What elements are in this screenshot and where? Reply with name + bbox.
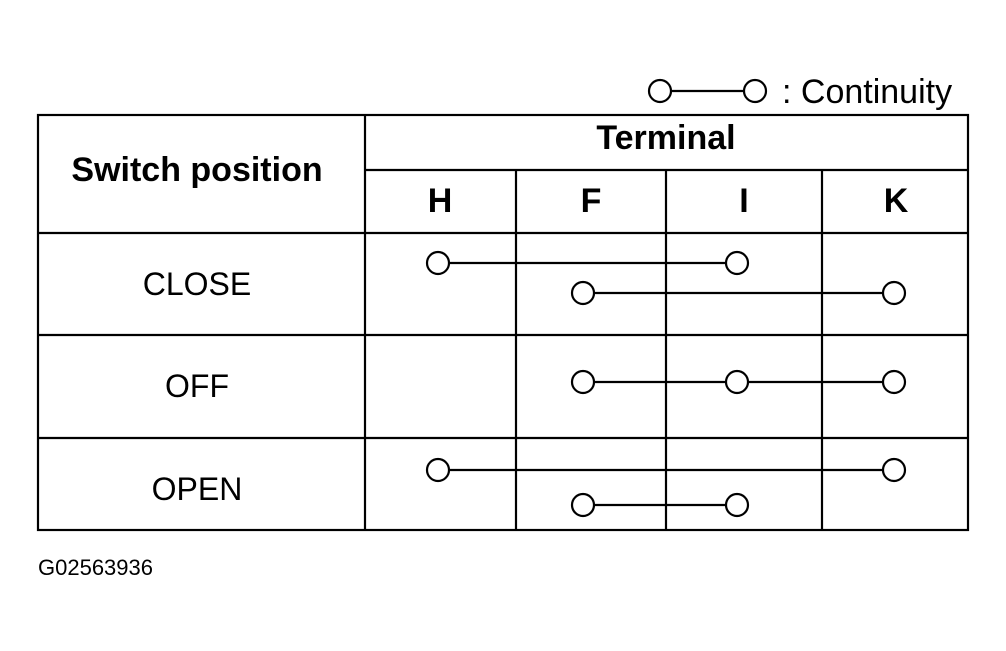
conn-off-fik-node-k (881, 369, 907, 395)
conn-close-fk-node-f (570, 280, 596, 306)
row-header-label: Switch position (71, 151, 322, 189)
legend-node-right (742, 78, 768, 104)
continuity-connections (425, 250, 907, 518)
terminal-group-label: Terminal (596, 119, 735, 157)
terminal-label-h: H (428, 182, 453, 220)
row-label-open: OPEN (152, 471, 243, 507)
conn-open-fi-node-i (724, 492, 750, 518)
figure-id: G02563936 (38, 555, 153, 580)
legend: : Continuity (647, 73, 952, 111)
conn-close-hi-node-h (425, 250, 451, 276)
conn-close-fk-node-k (881, 280, 907, 306)
conn-off-fik-node-f (570, 369, 596, 395)
table-border (36, 113, 970, 532)
terminal-label-f: F (581, 182, 602, 220)
conn-open-hk-node-k (881, 457, 907, 483)
legend-node-left (647, 78, 673, 104)
row-label-close: CLOSE (143, 266, 251, 302)
legend-label: : Continuity (782, 73, 952, 111)
conn-close-hi-node-i (724, 250, 750, 276)
conn-off-fik-node-i (724, 369, 750, 395)
terminal-label-k: K (884, 182, 909, 220)
row-label-off: OFF (165, 368, 229, 404)
conn-open-hk-node-h (425, 457, 451, 483)
conn-open-fi-node-f (570, 492, 596, 518)
terminal-label-i: I (739, 182, 748, 220)
